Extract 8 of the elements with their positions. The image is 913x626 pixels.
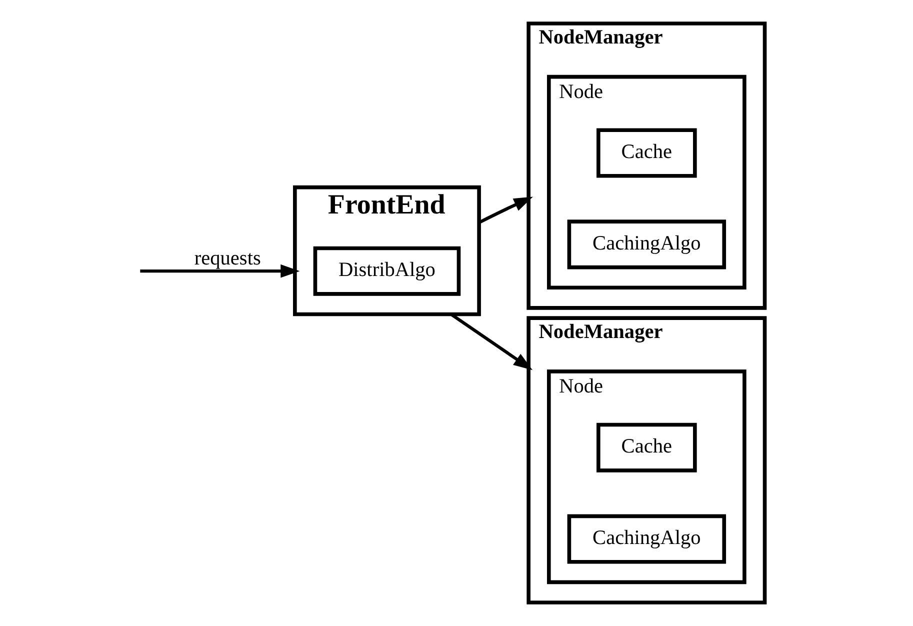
node-box: Cache [596, 422, 696, 472]
node-box: Cache [596, 128, 696, 178]
node-box: CachingAlgo [566, 220, 726, 270]
node-box: CachingAlgo [566, 514, 726, 564]
edge-label: requests [194, 247, 260, 270]
node-box: DistribAlgo [312, 246, 460, 296]
arrow [478, 196, 532, 224]
arrow [140, 264, 300, 278]
